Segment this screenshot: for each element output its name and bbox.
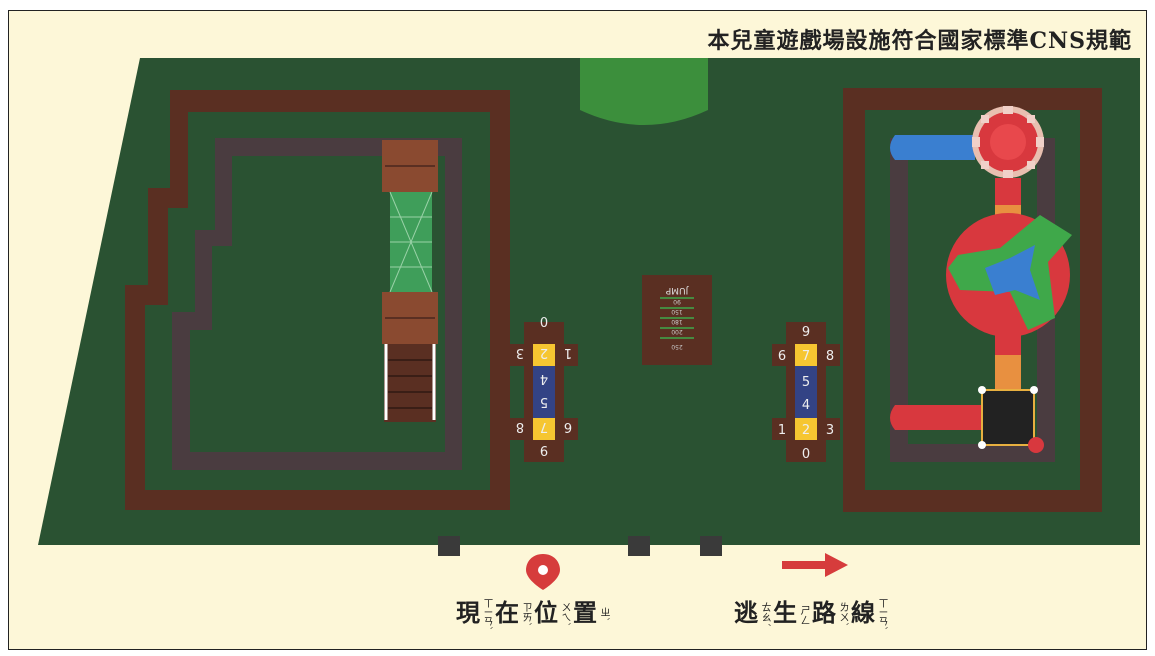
hop-right-cell: 3 [826, 423, 834, 438]
hop-right-cell: 6 [778, 349, 786, 364]
hop-left-cell: 4 [540, 371, 548, 386]
escape-arrow-icon [782, 553, 848, 577]
hopscotch-right: 0 1 2 3 4 5 6 7 8 9 [772, 322, 840, 462]
play-structure [890, 106, 1072, 453]
hop-right-cell: 2 [802, 423, 810, 438]
exit-gate [438, 536, 460, 556]
jump-mark: 180 [671, 318, 683, 325]
jump-panel: JUMP 90 150 180 200 250 [642, 275, 712, 365]
hop-left-cell: 8 [516, 419, 524, 434]
exit-gate [700, 536, 722, 556]
jump-mark: 250 [671, 343, 683, 350]
hop-left-cell: 7 [540, 419, 548, 434]
location-pin-icon [526, 554, 560, 590]
hop-right-cell: 9 [802, 325, 810, 340]
hop-right-cell: 0 [802, 447, 810, 462]
hop-right-cell: 7 [802, 349, 810, 364]
jump-mark: 150 [671, 308, 683, 315]
hop-right-cell: 8 [826, 349, 834, 364]
hop-left-cell: 0 [540, 313, 548, 328]
hop-left-cell: 6 [564, 419, 572, 434]
exit-gate [628, 536, 650, 556]
hopscotch-left: 0 1 2 3 4 5 6 7 8 9 [510, 313, 578, 462]
hop-right-cell: 4 [802, 398, 810, 413]
jump-label: JUMP [665, 285, 689, 295]
hop-right-cell: 1 [778, 423, 786, 438]
hop-right-cell: 5 [802, 375, 810, 390]
jump-mark: 90 [673, 298, 681, 305]
hop-left-cell: 1 [564, 345, 572, 360]
hop-left-cell: 2 [540, 345, 548, 360]
jump-mark: 200 [671, 328, 683, 335]
map-title: 本兒童遊戲場設施符合國家標準CNS規範 [707, 28, 1132, 54]
hop-left-cell: 9 [540, 442, 548, 457]
hop-left-cell: 3 [516, 345, 524, 360]
hop-left-cell: 5 [540, 394, 548, 409]
tree-canopy [580, 58, 708, 125]
climbing-bridge [382, 140, 438, 422]
